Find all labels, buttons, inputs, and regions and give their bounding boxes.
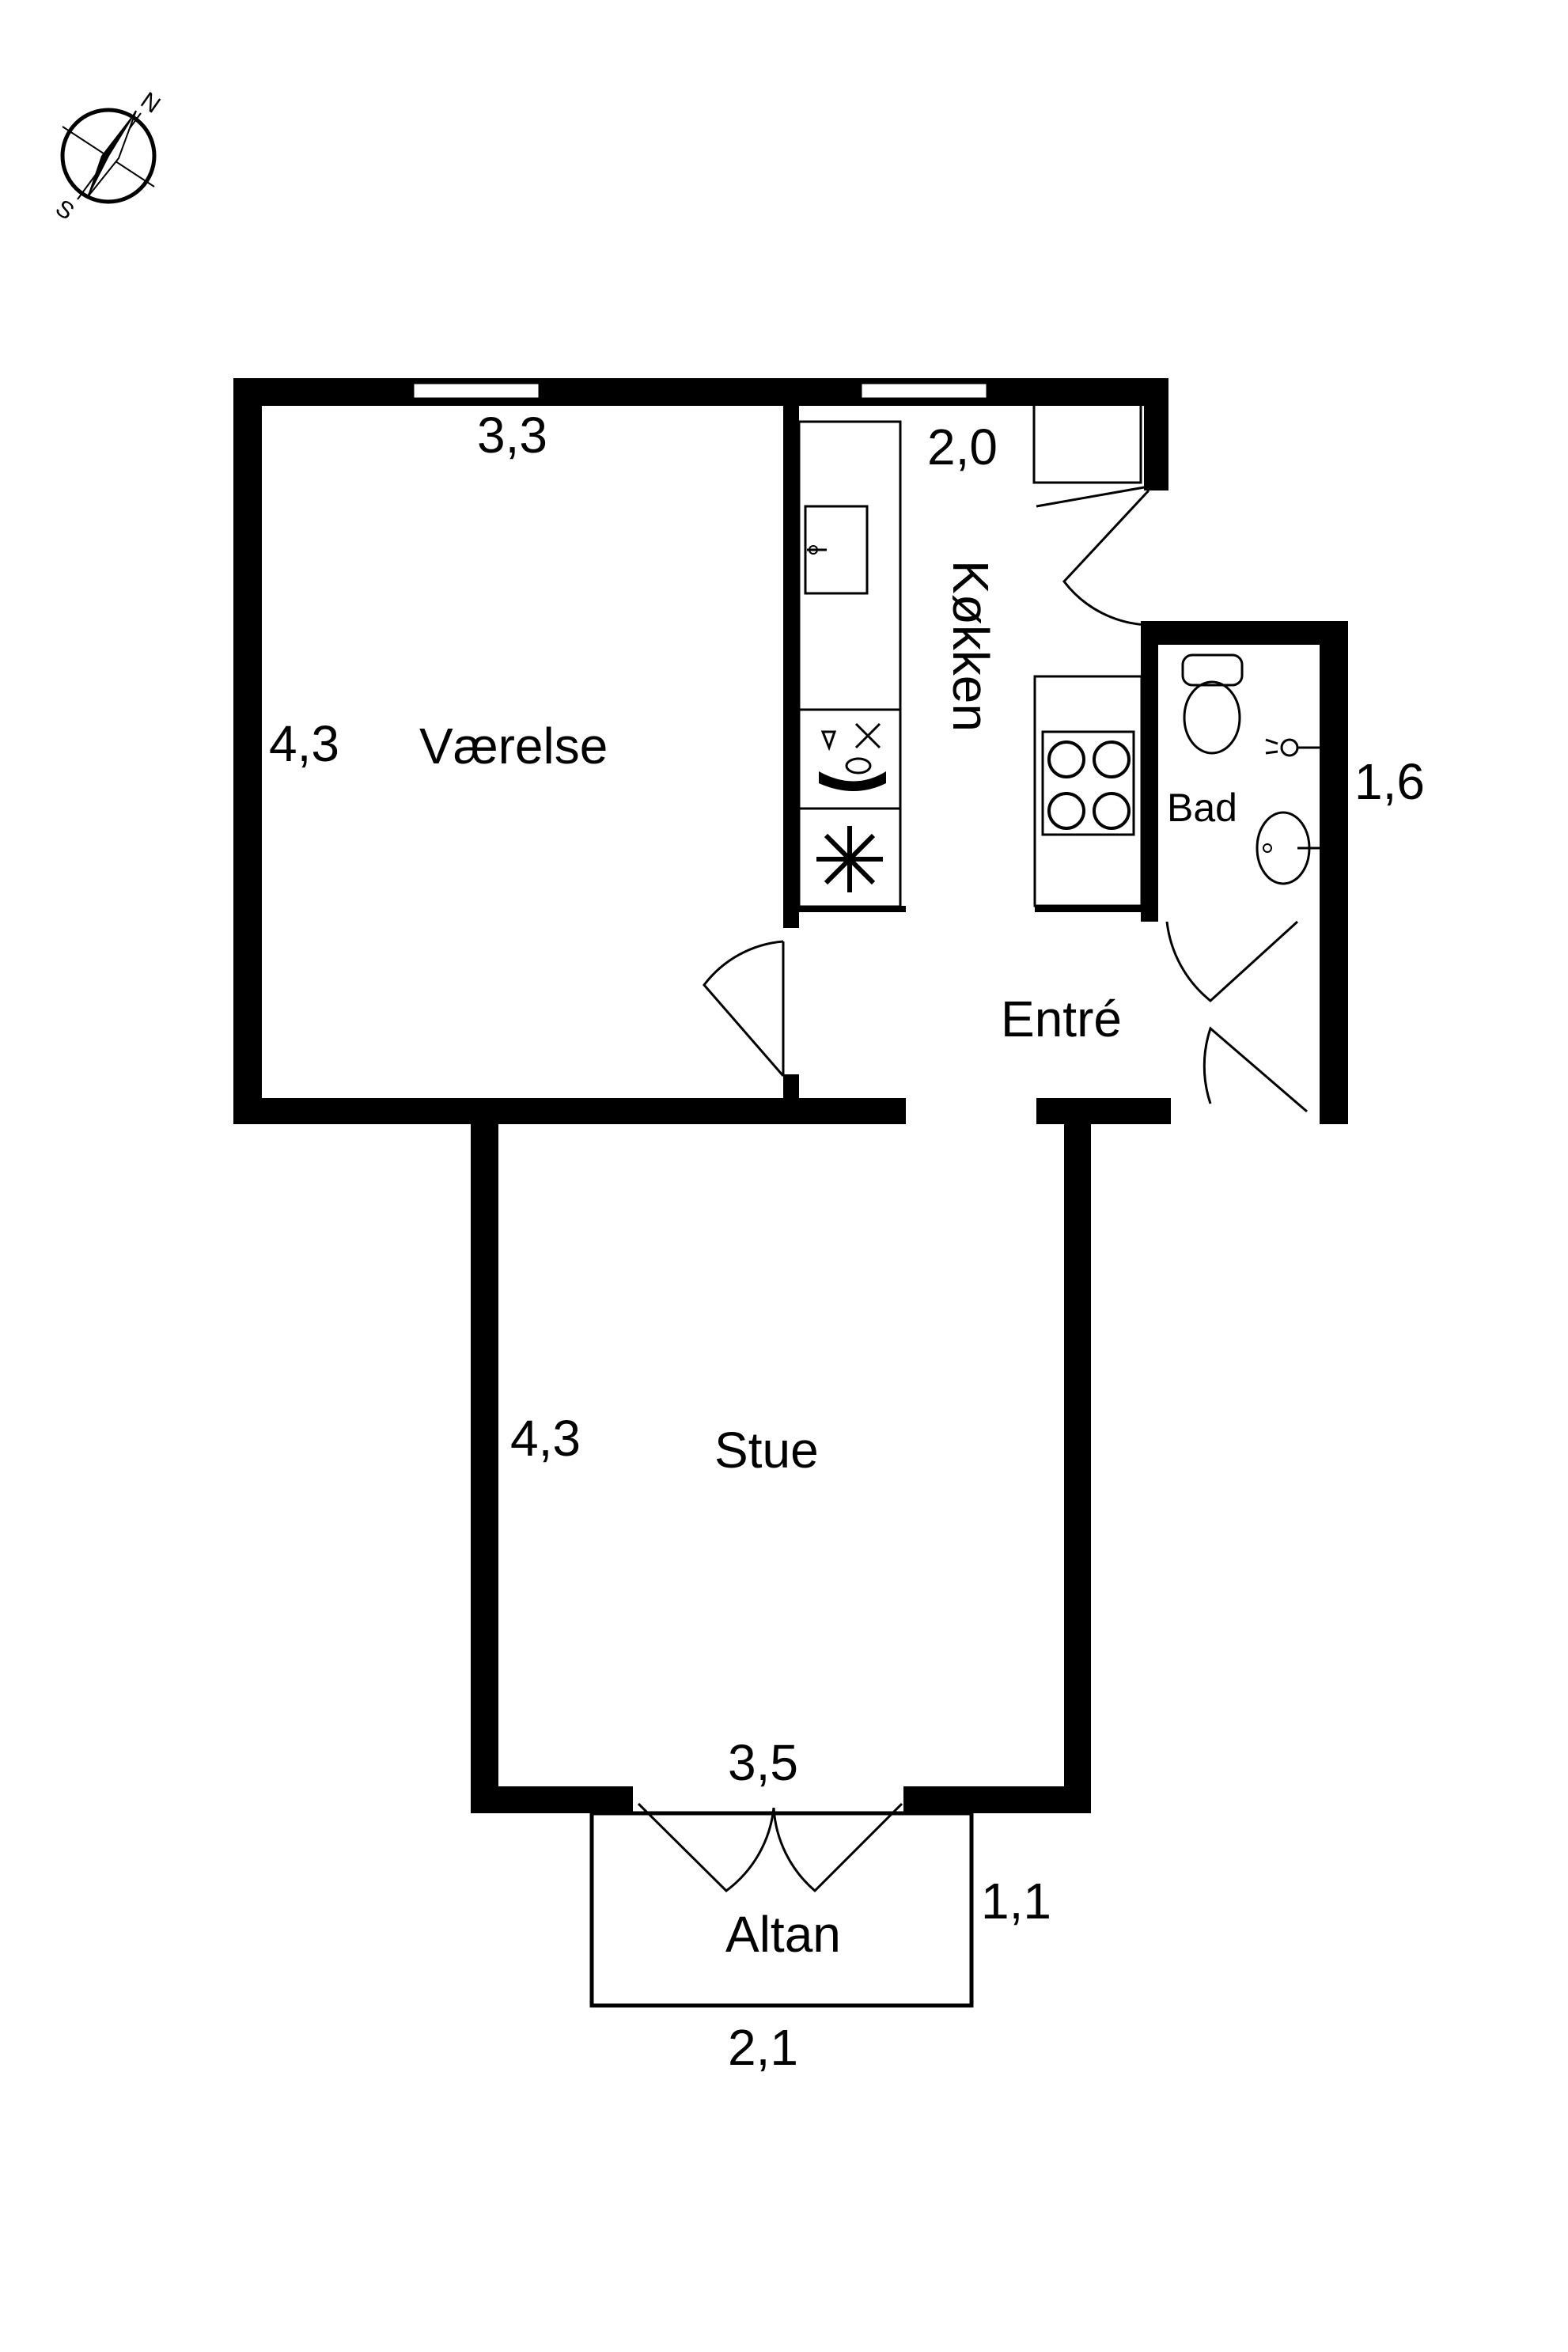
fridge-cabinet [1032, 398, 1142, 484]
dim-vaerelse-width: 3,3 [477, 407, 547, 464]
kitchen-counter [797, 420, 902, 908]
windows [411, 381, 989, 400]
toilet-icon [1181, 653, 1244, 755]
doors [637, 485, 1308, 1893]
dim-koekken-width: 2,0 [927, 419, 998, 475]
room-label-bad: Bad [1167, 786, 1237, 830]
shower-icon [1265, 738, 1320, 757]
walls [233, 378, 1348, 1813]
dim-altan-depth: 1,1 [981, 1873, 1051, 1930]
washbasin-icon [1256, 811, 1320, 885]
dim-bad-depth: 1,6 [1354, 753, 1425, 810]
room-label-entre: Entré [1001, 990, 1122, 1047]
room-label-koekken: Køkken [942, 560, 999, 732]
stove-icon [1033, 675, 1143, 907]
compass-south-label: S [51, 195, 78, 225]
room-label-stue: Stue [714, 1422, 819, 1479]
balcony-outline [589, 1811, 974, 2008]
dishwasher-icon [819, 722, 886, 791]
dim-stue-width: 3,5 [728, 1734, 798, 1791]
dim-altan-width: 2,1 [728, 2019, 798, 2076]
room-label-vaerelse: Værelse [419, 718, 608, 775]
compass-icon: N S [51, 87, 165, 225]
sink-icon [804, 505, 869, 595]
freezer-icon [816, 826, 883, 892]
dim-stue-depth: 4,3 [510, 1410, 581, 1467]
dim-vaerelse-depth: 4,3 [269, 715, 339, 772]
room-label-altan: Altan [725, 1906, 841, 1963]
